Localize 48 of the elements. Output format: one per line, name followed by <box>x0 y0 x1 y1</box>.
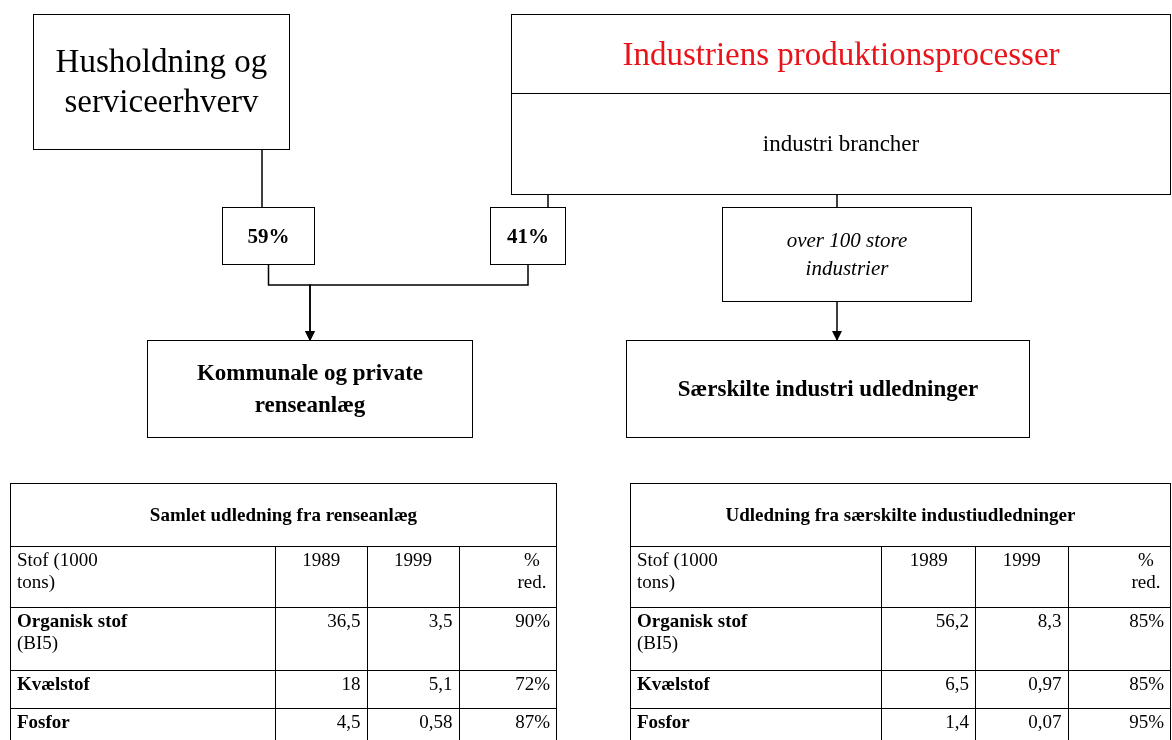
node-label: Husholdning og serviceerhverv <box>54 42 269 121</box>
table-cell: Fosfor <box>630 708 882 740</box>
table-cell: % red. <box>459 546 557 608</box>
table-title: Samlet udledning fra renseanlæg <box>10 483 557 547</box>
percentage-box <box>490 207 566 265</box>
table-cell: 3,5 <box>367 607 460 671</box>
table-cell: 85% <box>1068 607 1171 671</box>
table-cell: 90% <box>459 607 557 671</box>
connector-line <box>261 149 263 208</box>
table-cell: 0,97 <box>975 670 1069 709</box>
table-cell: 5,1 <box>367 670 460 709</box>
node-label: Særskilte industri udledninger <box>676 374 980 403</box>
table-cell: Organisk stof (BI5) <box>10 607 276 671</box>
table-cell: Organisk stof (BI5) <box>630 607 882 671</box>
table-cell: 1989 <box>275 546 368 608</box>
percentage-box <box>222 207 315 265</box>
table-title: Udledning fra særskilte industiudledninger <box>630 483 1171 547</box>
percentage-label: 59% <box>247 223 290 249</box>
table-cell: 8,3 <box>975 607 1069 671</box>
table-cell: 1999 <box>975 546 1069 608</box>
subheading: industri brancher <box>512 93 1170 194</box>
connector-line <box>547 194 549 208</box>
node-label: over 100 store industrier <box>785 227 909 282</box>
table-cell: 18 <box>275 670 368 709</box>
table-cell: Stof (1000 tons) <box>630 546 882 608</box>
table-cell: Kvælstof <box>630 670 882 709</box>
note-box <box>722 207 972 302</box>
treatment-box <box>147 340 473 438</box>
table-cell: 36,5 <box>275 607 368 671</box>
node-label: Kommunale og private renseanlæg <box>195 358 425 419</box>
table-cell: Fosfor <box>10 708 276 740</box>
source-box <box>33 14 290 150</box>
arrow <box>305 264 529 341</box>
table-cell: 1989 <box>881 546 976 608</box>
table-cell: 56,2 <box>881 607 976 671</box>
table-cell: 1999 <box>367 546 460 608</box>
table-cell: 85% <box>1068 670 1171 709</box>
table-cell: Stof (1000 tons) <box>10 546 276 608</box>
heading: Industriens produktionsprocesser <box>621 34 1061 74</box>
table-cell: 6,5 <box>881 670 976 709</box>
table-cell: % red. <box>1068 546 1171 608</box>
percentage-label: 41% <box>507 223 549 249</box>
discharge-box <box>626 340 1030 438</box>
table-cell: 72% <box>459 670 557 709</box>
arrow <box>832 301 842 341</box>
table-cell: Kvælstof <box>10 670 276 709</box>
industry-box <box>511 14 1171 195</box>
connector-line <box>836 194 838 208</box>
